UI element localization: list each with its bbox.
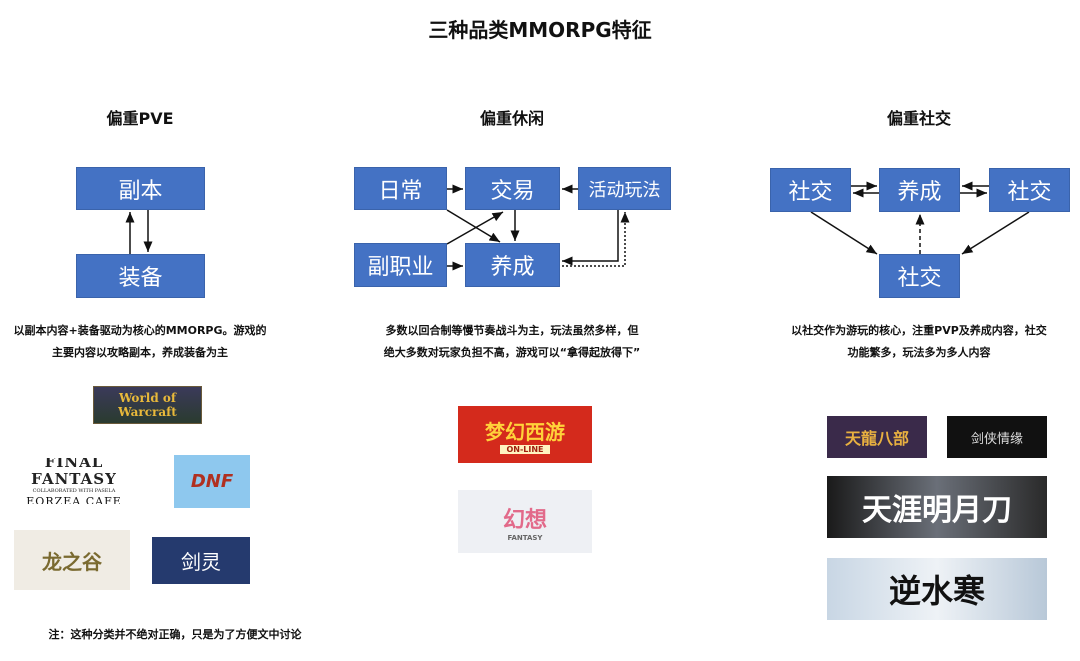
logo-tianlong-babu: 天龍八部 — [827, 416, 927, 458]
desc-line: 多数以回合制等慢节奏战斗为主，玩法虽然多样，但 — [385, 324, 639, 337]
logo-nishuihan: 逆水寒 — [827, 558, 1047, 620]
node-social-bottom: 社交 — [879, 254, 960, 298]
node-social-left: 社交 — [770, 168, 851, 212]
logo-dragon-nest: 龙之谷 — [14, 530, 130, 590]
desc-line: 以社交作为游玩的核心，注重PVP及养成内容，社交 — [791, 324, 1047, 337]
arrow-events-to-growth — [562, 210, 619, 266]
node-events: 活动玩法 — [578, 167, 671, 210]
desc-casual: 多数以回合制等慢节奏战斗为主，玩法虽然多样，但 绝大多数对玩家负担不高，游戏可以… — [342, 320, 682, 364]
logo-text: COLLABORATED WITH PASELA — [32, 487, 116, 494]
logo-fantasy-westward-journey: 梦幻西游 ON-LINE — [458, 406, 592, 463]
logo-text: FANTASY — [507, 533, 543, 542]
arrow-sidejob-to-trade — [446, 211, 504, 245]
logo-text: ON-LINE — [500, 444, 550, 454]
arrow-social-r-to-bottom — [961, 211, 1030, 255]
logo-text: FINAL FANTASY — [31, 458, 117, 488]
node-dungeon: 副本 — [76, 167, 205, 210]
node-side-job: 副职业 — [354, 243, 447, 287]
desc-line: 以副本内容+装备驱动为核心的MMORPG。游戏的 — [13, 324, 267, 337]
desc-line: 主要内容以攻略副本，养成装备为主 — [52, 346, 228, 359]
logo-blade-and-soul: 剑灵 — [152, 537, 250, 584]
node-daily: 日常 — [354, 167, 447, 210]
footnote: 注：这种分类并不绝对正确，只是为了方便文中讨论 — [48, 628, 302, 641]
logo-text: 幻想 — [502, 507, 547, 533]
node-growth-social: 养成 — [879, 168, 960, 212]
logo-huanxiang: 幻想 FANTASY — [458, 490, 592, 553]
desc-line: 绝大多数对玩家负担不高，游戏可以“拿得起放得下” — [383, 346, 641, 359]
arrow-daily-to-growth — [446, 209, 501, 243]
desc-line: 功能繁多，玩法多为多人内容 — [847, 346, 991, 359]
desc-social: 以社交作为游玩的核心，注重PVP及养成内容，社交 功能繁多，玩法多为多人内容 — [749, 320, 1080, 364]
node-social-right: 社交 — [989, 168, 1070, 212]
node-equipment: 装备 — [76, 254, 205, 298]
node-trade: 交易 — [465, 167, 560, 210]
node-growth: 养成 — [465, 243, 560, 287]
logo-jianxia-qingyuan: 剑侠情缘 — [947, 416, 1047, 458]
logo-final-fantasy: FINAL FANTASY COLLABORATED WITH PASELA E… — [8, 458, 140, 504]
logo-world-of-warcraft: World of Warcraft — [93, 386, 202, 424]
header-casual: 偏重休闲 — [479, 109, 544, 128]
header-social: 偏重社交 — [886, 109, 951, 128]
logo-text: 梦幻西游 — [485, 419, 565, 444]
logo-dnf: DNF — [174, 455, 250, 508]
logo-tianya-mingyuedao: 天涯明月刀 — [827, 476, 1047, 538]
desc-pve: 以副本内容+装备驱动为核心的MMORPG。游戏的 主要内容以攻略副本，养成装备为… — [0, 320, 310, 364]
logo-text: EORZEA CAFE — [26, 494, 122, 505]
arrow-growth-to-events-dotted — [562, 212, 630, 267]
page-title: 三种品类MMORPG特征 — [428, 18, 652, 42]
header-pve: 偏重PVE — [106, 109, 174, 128]
arrow-social-l-to-bottom — [810, 211, 878, 255]
